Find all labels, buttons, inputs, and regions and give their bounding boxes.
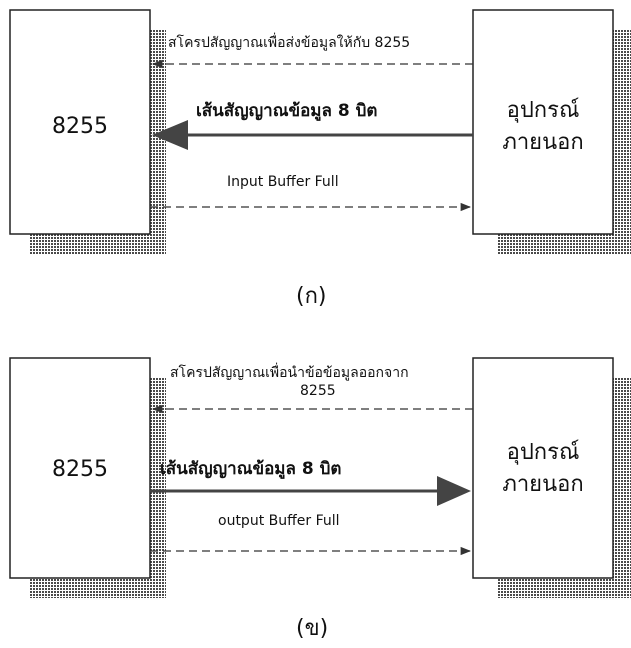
caption-a: (ก) (296, 284, 327, 309)
strobe-label-a: สโครปสัญญาณเพื่อส่งข้อมูลให้กับ 8255 (168, 35, 411, 51)
chip-box-a (9, 9, 151, 235)
device-label-b-line1: อุปกรณ์ (506, 440, 580, 465)
chip-box-b (9, 357, 151, 579)
data-bus-arrowhead-a (152, 120, 188, 150)
buffer-label-b: output Buffer Full (218, 513, 340, 529)
chip-label-b: 8255 (52, 457, 108, 482)
device-box-b (472, 357, 614, 579)
diagram-a (9, 9, 631, 254)
strobe-label-b-line2: 8255 (300, 383, 336, 399)
device-label-b-line2: ภายนอก (502, 472, 584, 497)
diagram-b (9, 357, 631, 598)
chip-label-a: 8255 (52, 114, 108, 139)
caption-b: (ข) (296, 616, 329, 641)
strobe-label-b-line1: สโครปสัญญาณเพื่อนำข้อข้อมูลออกจาก (170, 365, 409, 381)
data-bus-label-a: เส้นสัญญาณข้อมูล 8 บิต (196, 101, 378, 121)
device-label-a-line1: อุปกรณ์ (506, 98, 580, 123)
device-box-a (472, 9, 614, 235)
data-bus-arrowhead-b (437, 476, 471, 506)
device-label-a-line2: ภายนอก (502, 130, 584, 155)
data-bus-label-b: เส้นสัญญาณข้อมูล 8 บิต (160, 459, 342, 479)
buffer-label-a: Input Buffer Full (227, 174, 339, 190)
